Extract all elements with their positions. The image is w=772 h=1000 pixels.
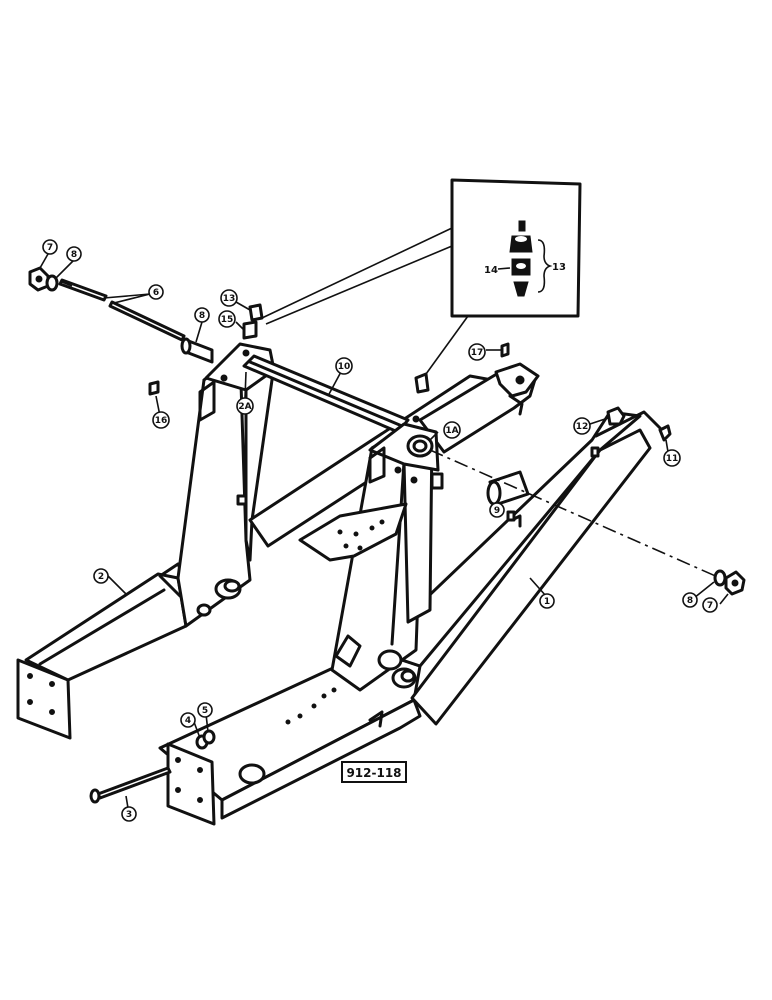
inset-leader-line <box>261 227 453 319</box>
callout-10: 10 <box>335 357 353 375</box>
callout-2: 2 <box>93 568 109 584</box>
callout-17: 17 <box>468 343 486 361</box>
bracket-brace <box>537 239 553 293</box>
mounting-holes <box>27 673 55 715</box>
callout-6: 6 <box>148 284 164 300</box>
threaded-rod-icon <box>58 278 186 342</box>
svg-text:6: 6 <box>153 288 159 298</box>
svg-text:8: 8 <box>687 596 693 606</box>
inset-label-13: 13 <box>552 262 566 273</box>
callout-2a: 2A <box>236 397 254 415</box>
nut-icon <box>606 406 626 426</box>
callout-7: 7 <box>702 597 718 613</box>
center-line <box>429 449 721 579</box>
washer-icon <box>45 274 59 292</box>
nut-icon <box>202 729 216 745</box>
right-beam-top <box>370 410 642 668</box>
inset-detail: 14 13 <box>261 178 582 375</box>
svg-text:1: 1 <box>544 597 550 607</box>
fitting-icon <box>242 320 258 340</box>
callout-13: 13 <box>220 289 238 307</box>
set-screw-icon <box>500 342 510 358</box>
nut-icon <box>724 570 746 596</box>
fitting-icon <box>414 372 430 394</box>
svg-text:4: 4 <box>185 716 191 726</box>
svg-text:3: 3 <box>126 810 132 820</box>
fitting-icon <box>248 303 264 322</box>
figure-code-label: 912-118 <box>341 761 407 783</box>
set-screw-icon <box>148 380 160 396</box>
svg-text:7: 7 <box>707 601 713 611</box>
callout-1a: 1A <box>443 421 461 439</box>
right-end-plate <box>166 742 216 826</box>
svg-text:2A: 2A <box>238 402 251 412</box>
svg-text:1A: 1A <box>445 426 458 436</box>
callout-12: 12 <box>573 417 591 435</box>
callout-8: 8 <box>682 592 698 608</box>
callout-8: 8 <box>194 307 210 323</box>
svg-text:15: 15 <box>221 315 234 325</box>
svg-text:8: 8 <box>71 250 77 260</box>
svg-text:2: 2 <box>98 572 104 582</box>
callout-1: 1 <box>539 593 555 609</box>
bolt-icon <box>89 766 172 804</box>
bolt-icon <box>658 424 672 442</box>
callout-3: 3 <box>121 806 137 822</box>
inset-frame <box>450 178 582 318</box>
svg-text:12: 12 <box>576 422 589 432</box>
right-loader-arm <box>158 410 662 826</box>
callout-16: 16 <box>152 411 170 429</box>
inset-leader-line <box>265 245 453 325</box>
callout-8: 8 <box>66 246 82 262</box>
right-beam-side <box>410 428 652 726</box>
beam-hole <box>238 763 266 785</box>
boss <box>377 649 403 671</box>
callout-9: 9 <box>489 502 505 518</box>
svg-text:17: 17 <box>471 348 484 358</box>
svg-text:7: 7 <box>47 243 53 253</box>
callout-4: 4 <box>180 712 196 728</box>
callout-11: 11 <box>663 449 681 467</box>
inset-label-14: 14 <box>484 265 498 276</box>
svg-text:10: 10 <box>338 362 351 372</box>
svg-text:9: 9 <box>494 506 500 516</box>
svg-text:16: 16 <box>155 416 168 426</box>
washer-icon <box>713 569 727 587</box>
leader-line <box>497 267 511 270</box>
mount-plate <box>298 502 408 562</box>
svg-text:13: 13 <box>223 294 236 304</box>
svg-text:11: 11 <box>666 454 679 464</box>
grease-fitting-icon <box>509 220 533 297</box>
svg-text:8: 8 <box>199 311 205 321</box>
svg-text:5: 5 <box>202 706 208 716</box>
callout-5: 5 <box>197 702 213 718</box>
nut-icon <box>28 266 50 292</box>
leader-lines <box>39 253 729 809</box>
mounting-holes <box>175 757 203 803</box>
callout-15: 15 <box>218 310 236 328</box>
pivot-shaft <box>242 354 410 434</box>
svg-text:912-118: 912-118 <box>346 766 401 780</box>
inset-leader-line <box>425 315 469 375</box>
callout-7: 7 <box>42 239 58 255</box>
